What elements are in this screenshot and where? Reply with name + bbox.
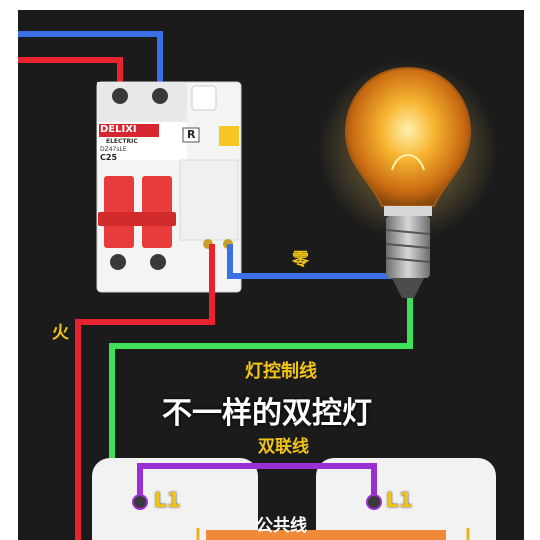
breaker-reset-label: R — [187, 128, 196, 141]
live-wire-in — [18, 57, 123, 92]
left-l1-terminal — [132, 494, 148, 510]
breaker-rating: C25 — [100, 153, 118, 162]
left-l1-label: L1 — [154, 488, 181, 512]
lamp-control-wire-label: 灯控制线 — [245, 361, 317, 382]
common-wire-label: 公共线 — [256, 516, 307, 536]
neutral-wire-in — [18, 31, 163, 92]
breaker-model: DZ47sLE — [100, 146, 127, 153]
live-label: 火 — [52, 323, 69, 343]
rcbo-breaker — [96, 81, 242, 293]
neutral-label: 零 — [292, 250, 309, 270]
breaker-brand-sub: ELECTRIC — [106, 138, 138, 145]
common-wire — [206, 530, 446, 540]
light-bulb — [318, 60, 498, 298]
dual-link-wire-label: 双联线 — [258, 437, 309, 457]
breaker-brand: DELIXI — [100, 124, 137, 135]
headline: 不一样的双控灯 — [162, 396, 372, 431]
neutral-wire-out — [227, 244, 395, 279]
right-switch — [316, 458, 496, 540]
live-wire-out-outer — [75, 244, 215, 540]
left-switch — [92, 458, 258, 540]
dual-link-wire — [137, 463, 377, 500]
right-l1-terminal — [366, 494, 382, 510]
right-l1-label: L1 — [386, 488, 413, 512]
